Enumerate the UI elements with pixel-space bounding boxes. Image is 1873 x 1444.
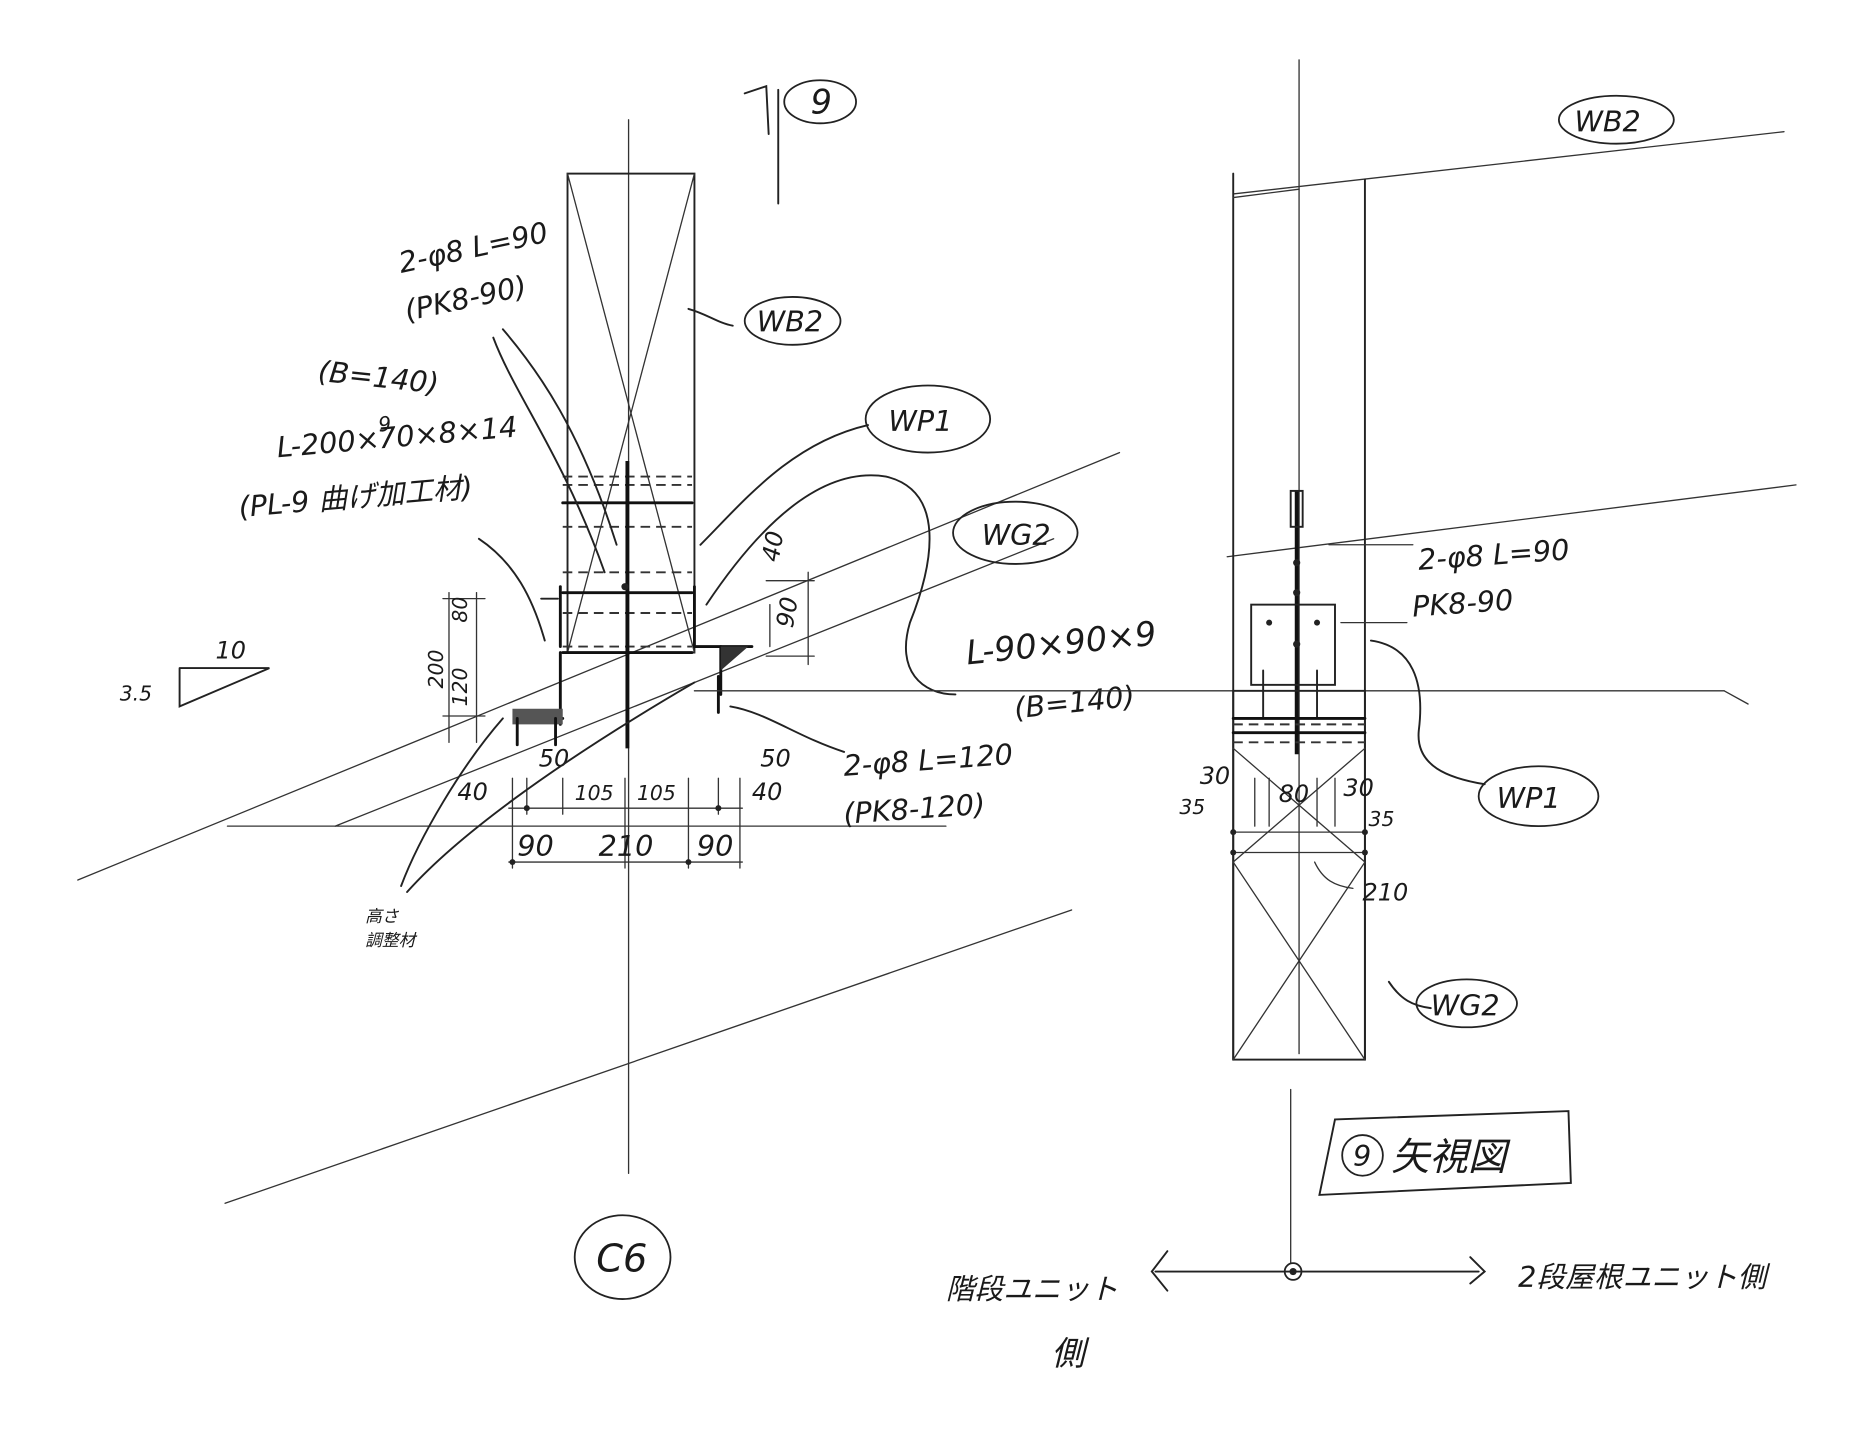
dim-r30-left: 30 (1200, 762, 1230, 790)
wb2-bubble-right (1557, 94, 1675, 145)
dim-r210: 210 (1363, 878, 1409, 906)
note-plate-l-super: 9 (377, 412, 392, 437)
note-bolt-bot-2: (PK8-120) (842, 787, 986, 831)
note-angle-l: L-90×90×9 (964, 614, 1158, 673)
slope-10: 10 (216, 637, 246, 665)
slope-35: 3.5 (120, 681, 152, 705)
dim-r30-right: 30 (1343, 774, 1373, 802)
title-circle-number: 9 (1353, 1139, 1371, 1173)
dim-50-left: 50 (539, 744, 569, 772)
wg2-bubble-right (1415, 978, 1518, 1029)
column-wb2-left (566, 172, 696, 654)
dim-120: 120 (448, 668, 472, 707)
dim-r80: 80 (1279, 780, 1309, 808)
plate-wp1-right (1250, 603, 1336, 720)
note-bolt-right-1: 2-φ8 L=90 (1417, 532, 1571, 576)
view-title-block: 9 矢視図 (1318, 1110, 1572, 1196)
note-shim-2: 調整材 (365, 930, 418, 950)
note-shim-1: 高さ (365, 906, 400, 926)
dim-40-left: 40 (457, 778, 487, 806)
dimension-chain-bottom: 40 50 105 105 50 40 90 210 90 (457, 744, 791, 869)
dim-210: 210 (599, 829, 654, 863)
dim-105-b: 105 (637, 781, 676, 805)
wg2-label-right: WG2 (1431, 988, 1500, 1022)
dim-200: 200 (424, 650, 448, 689)
view-title: 矢視図 (1391, 1135, 1511, 1180)
dim-50-right: 50 (760, 744, 790, 772)
slope-symbol: 10 3.5 (120, 637, 270, 708)
connection-plate-assembly (512, 460, 754, 749)
wp1-bubble-right (1477, 765, 1600, 828)
title-circle (1341, 1134, 1384, 1177)
note-bolt-bot-1: 2-φ8 L=120 (842, 737, 1014, 783)
view-mark-9: 9 (743, 79, 857, 205)
wb2-bubble-left (743, 296, 842, 346)
note-plate-l: L-200×970×8×14 (275, 401, 519, 465)
wb2-label-left: WB2 (757, 305, 823, 339)
dimension-right-assembly: 40 90 (757, 529, 815, 666)
note-bolt-top-2: (PK8-90) (401, 269, 529, 328)
dim-90-right: 90 (771, 595, 804, 630)
dimension-left-assembly: 200 80 120 (424, 592, 486, 743)
dim-40-right: 40 (752, 778, 782, 806)
note-plate-l-sub: 70 (377, 418, 416, 455)
grid-label-c6: C6 (596, 1237, 647, 1282)
girder-wg2-right (1231, 689, 1367, 1061)
wb2-top-line (1232, 131, 1785, 195)
grid-bubble-9 (783, 79, 857, 125)
dim-r35-right: 35 (1369, 807, 1395, 831)
wp1-slope-line (1226, 484, 1797, 558)
diagonal-line-top (77, 451, 1121, 881)
grid-bubble-c6 (573, 1214, 672, 1300)
wp1-bubble-left (864, 384, 992, 454)
dimension-right-elevation: 30 30 80 35 35 210 (1179, 762, 1408, 906)
wp1-label-left: WP1 (888, 404, 952, 438)
wg2-bubble-left (952, 500, 1079, 565)
dim-90-b: 90 (697, 829, 734, 863)
note-left-unit-2: 側 (1051, 1334, 1090, 1373)
dim-80: 80 (448, 597, 472, 623)
note-bolt-right-2: PK8-90 (1411, 583, 1514, 624)
note-right-unit: 2段屋根ユニット側 (1518, 1260, 1770, 1294)
section-detail-left: 9 WB2 WP1 WG2 (77, 79, 1158, 1300)
wg2-label-left: WG2 (982, 518, 1051, 552)
wb2-label-right: WB2 (1574, 105, 1640, 139)
note-bolt-top-1: 2-φ8 L=90 (395, 215, 550, 280)
elevation-view-right: WB2 WP1 2-φ8 L=90 PK8-90 (693, 59, 1797, 1373)
note-left-unit-1: 階段ユニット (946, 1272, 1118, 1306)
wp1-label-right: WP1 (1497, 781, 1561, 815)
direction-indicator (1150, 1250, 1487, 1292)
note-angle-b: (B=140) (1012, 679, 1136, 725)
note-plate-l-prefix: L-200× (275, 421, 381, 464)
note-plate-b: (B=140) (317, 354, 441, 400)
grid-label-9: 9 (811, 83, 832, 122)
diagonal-line-bottom (224, 909, 1073, 1204)
dim-105-a: 105 (575, 781, 614, 805)
dim-90-a: 90 (517, 829, 554, 863)
note-plate-l-suffix: ×8×14 (413, 409, 519, 452)
note-plate-pl: (PL-9 曲げ加工材) (237, 470, 474, 524)
dim-r35-left: 35 (1179, 795, 1205, 819)
